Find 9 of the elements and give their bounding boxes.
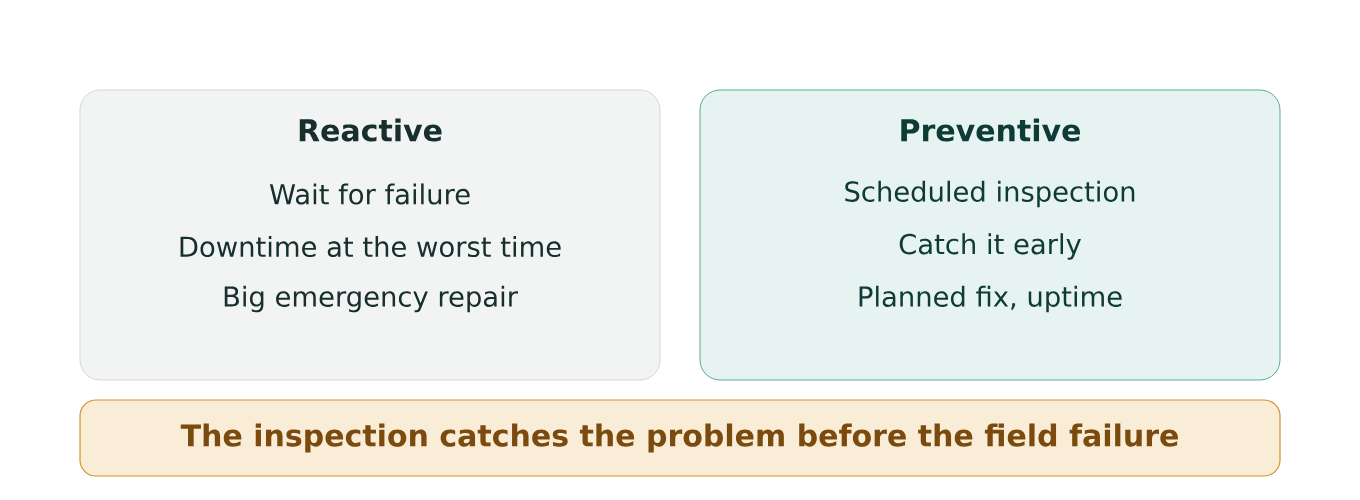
list-item: Big emergency repair [224, 285, 518, 313]
list-item: Wait for failure [269, 183, 470, 205]
list-item: Planned fix, uptime [859, 285, 1122, 313]
summary-banner: The inspection catches the problem before the field failure [79, 399, 1281, 477]
card-heading: Reactive [299, 118, 442, 142]
list-item: Catch it early [899, 233, 1081, 260]
list-item: Scheduled inspection [845, 180, 1135, 208]
card-heading: Preventive [901, 118, 1080, 142]
list-item: Downtime at the worst time [180, 235, 561, 258]
